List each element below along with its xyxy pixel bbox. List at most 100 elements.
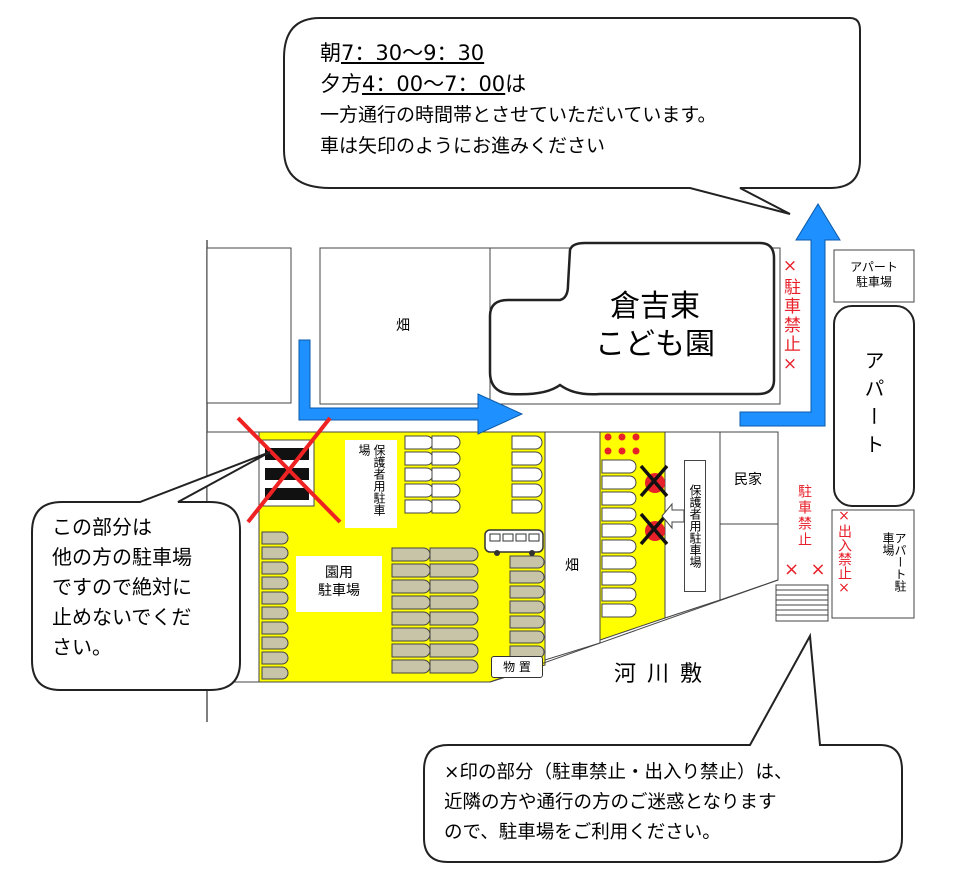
parking-stall [404, 451, 434, 466]
parking-stall [511, 499, 543, 514]
parking-stall-occupied [509, 630, 545, 644]
guardian-pointer-arrow [661, 502, 685, 530]
guardian-parking-label-left: 保護者用駐車場 [345, 440, 397, 528]
parking-stall [601, 459, 637, 474]
direction-notice: 車は矢印のようにお進みください [320, 135, 606, 157]
morning-label: 朝 [320, 41, 341, 65]
parking-stall-occupied [391, 611, 431, 626]
parking-stall-occupied [509, 555, 545, 569]
parking-stall-occupied [261, 561, 289, 575]
parking-stall [431, 499, 461, 514]
parking-stall [431, 435, 461, 450]
crossed-out-stall-1 [639, 464, 669, 498]
parking-stall [431, 467, 461, 482]
parking-stall-occupied [261, 606, 289, 620]
apartment-parking-right [831, 509, 915, 619]
parking-stall-occupied [429, 611, 479, 626]
parking-stall [431, 451, 461, 466]
parking-stall-occupied [391, 595, 431, 610]
one-way-arrow-left [298, 339, 524, 435]
one-way-arrow-right [739, 203, 841, 427]
building-top-left [206, 247, 292, 404]
parking-stall [404, 499, 434, 514]
parking-stall-occupied [429, 563, 479, 578]
parking-stall [601, 507, 637, 522]
school-name: 倉吉東 こども園 [595, 289, 715, 362]
no-entry-label: ×出入禁止× [836, 508, 852, 596]
parking-stall [601, 523, 637, 538]
parking-stall [601, 475, 637, 490]
parking-stall-occupied [391, 627, 431, 642]
parking-stall-occupied [261, 636, 289, 650]
parking-stall [601, 571, 637, 586]
bottom-speech-bubble [423, 632, 903, 863]
parking-stall-occupied [509, 570, 545, 584]
parking-stall-occupied [429, 547, 479, 562]
evening-label: 夕方 [320, 72, 362, 96]
house-label: 民家 [734, 472, 762, 488]
apartment-label: アパート [861, 350, 885, 462]
parking-stall-occupied [261, 666, 289, 680]
bottom-bubble-text: ×印の部分（駐車禁止・出入り禁止）は、 近隣の方や通行の方のご迷惑となります の… [444, 762, 793, 843]
parking-stall [404, 483, 434, 498]
parking-stall-occupied [509, 615, 545, 629]
parking-stall-occupied [429, 659, 479, 674]
parking-stall-occupied [261, 621, 289, 635]
guardian-parking-stalls [404, 435, 543, 514]
parking-stall-occupied [391, 547, 431, 562]
guardian-parking-label-right: 保護者用駐車場 [684, 460, 706, 592]
parking-stall [601, 555, 637, 570]
apartment-parking-top-label: アパート 駐車場 [850, 260, 898, 289]
parking-stall-occupied [261, 651, 289, 665]
parking-stall-occupied [509, 600, 545, 614]
evening-time: 4：00～7：00 [362, 72, 506, 96]
apartment-parking-right-label: アパート駐車場 [881, 532, 907, 592]
parking-stall [601, 491, 637, 506]
school-parking-stalls [261, 531, 545, 680]
parking-stall [511, 451, 543, 466]
parking-stall-occupied [391, 659, 431, 674]
parking-stall-occupied [261, 591, 289, 605]
parking-stall-occupied [261, 546, 289, 560]
parking-stall-occupied [429, 643, 479, 658]
top-bubble-text: 朝7：30～9：30 夕方4：00～7：00は 一方通行の時間帯とさせていただい… [320, 38, 717, 162]
field-plot-2 [544, 431, 601, 661]
apartment-building [833, 305, 915, 507]
parking-stall-occupied [429, 579, 479, 594]
left-speech-bubble [31, 451, 271, 691]
field-label-1: 畑 [396, 318, 410, 334]
morning-time: 7：30～9：30 [341, 41, 485, 65]
bus-icon [484, 529, 544, 556]
parking-stall-occupied [391, 579, 431, 594]
one-way-notice: 一方通行の時間帯とさせていただいています。 [320, 104, 717, 126]
time-evening: 夕方4：00～7：00は [320, 69, 717, 100]
parking-stall [601, 539, 637, 554]
parking-stall-occupied [261, 531, 289, 545]
storage-label: 物 置 [491, 656, 543, 678]
parking-stall [601, 587, 637, 602]
school-parking-label: 園用 駐車場 [296, 556, 382, 612]
parking-stall [431, 483, 461, 498]
parking-stall [511, 483, 543, 498]
left-bubble-text: この部分は 他の方の駐車場 ですので絶対に 止めないでくだ さい。 [52, 515, 192, 659]
red-dots [604, 433, 640, 455]
big-red-x [236, 416, 342, 524]
no-parking-top: ×駐車禁止× [780, 256, 800, 376]
parking-stall-occupied [391, 643, 431, 658]
lot-behind-house [719, 523, 779, 601]
parking-stall [404, 435, 434, 450]
top-speech-bubble [283, 17, 861, 215]
no-parking-middle: 駐車禁止 [796, 484, 812, 548]
parking-stall [404, 467, 434, 482]
school-building-shape [488, 241, 776, 396]
parking-stall [511, 467, 543, 482]
parking-stall-occupied [429, 595, 479, 610]
parking-stall-occupied [261, 576, 289, 590]
parking-stall [601, 603, 637, 618]
guardian-right-stalls [601, 459, 637, 618]
evening-suffix: は [505, 72, 527, 96]
parking-stall-occupied [509, 585, 545, 599]
apartment-parking-top [833, 249, 915, 303]
parking-stall-occupied [429, 627, 479, 642]
